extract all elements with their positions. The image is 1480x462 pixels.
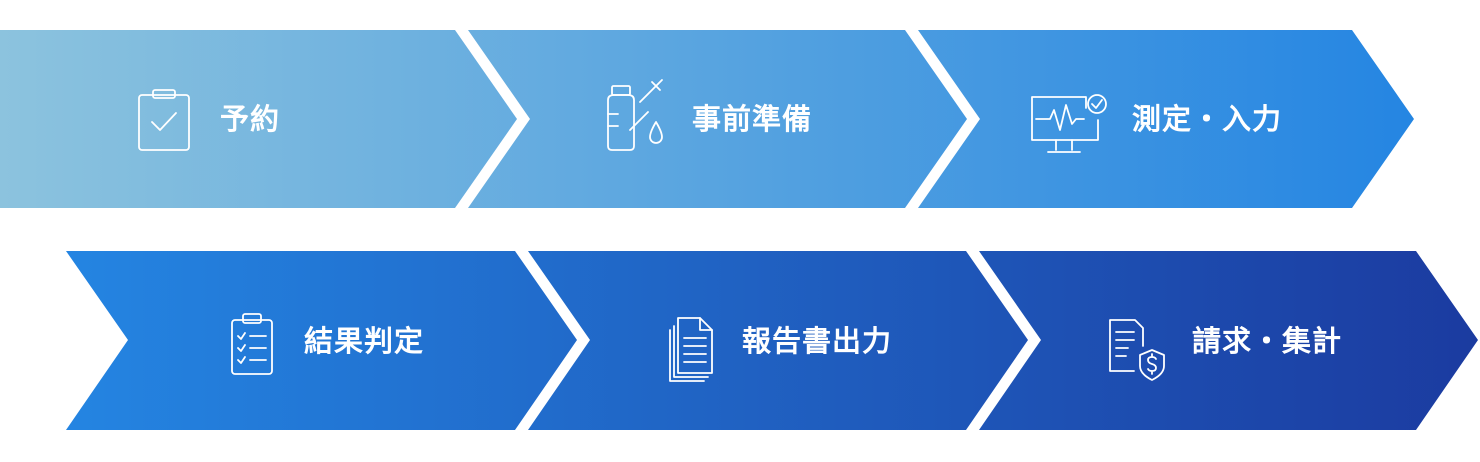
step-label-6: 請求・集計 <box>1192 324 1342 358</box>
document-stack-icon <box>669 317 713 382</box>
step-shape-2 <box>468 30 967 208</box>
step-label-5: 報告書出力 <box>742 324 892 358</box>
step-label-3: 測定・入力 <box>1132 102 1282 136</box>
clipboard-check-icon <box>138 89 190 151</box>
step-shape-3 <box>918 30 1414 208</box>
step-shape-4 <box>66 251 577 430</box>
step-label-2: 事前準備 <box>692 102 812 136</box>
step-label-1: 予約 <box>220 102 280 136</box>
step-shape-6 <box>979 251 1478 430</box>
step-shape-1 <box>0 30 517 208</box>
checklist-icon <box>231 313 273 375</box>
step-label-4: 結果判定 <box>304 324 424 358</box>
invoice-dollar-shield-icon <box>1109 319 1165 381</box>
monitor-heartbeat-icon <box>1031 94 1107 153</box>
step-shape-5 <box>528 251 1028 430</box>
vial-syringe-icon <box>607 79 663 151</box>
